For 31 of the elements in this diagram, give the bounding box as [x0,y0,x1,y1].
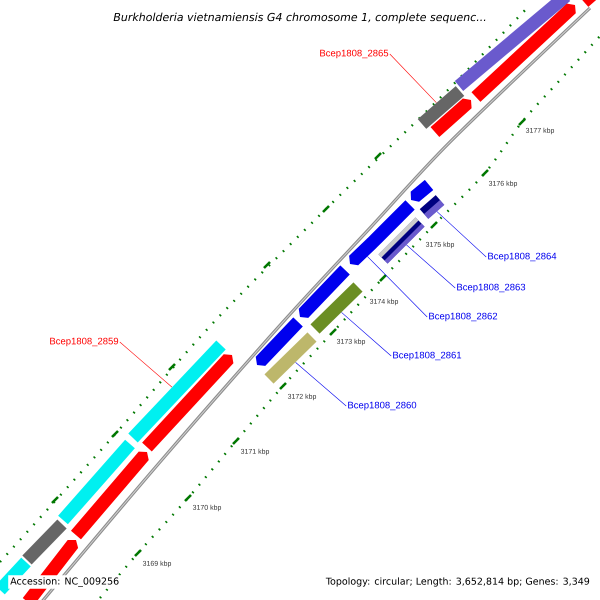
gene-block [298,266,350,318]
gene-block [142,354,234,452]
leader-line [406,244,456,288]
gene-block [430,98,472,137]
gene-bar [58,440,135,524]
accession-text: Accession: NC_009256 [8,575,122,589]
gene-bar [128,340,226,442]
gene-bar [418,86,464,129]
leader-line [120,342,172,388]
leader-line [295,362,346,406]
gene-label: Bcep1808_2861 [393,352,462,360]
gene-block [71,452,149,540]
leader-line [367,256,428,318]
gene-label: Bcep1808_2863 [457,284,526,292]
gene-label: Bcep1808_2860 [348,402,416,410]
gene-label: Bcep1808_2864 [488,252,556,262]
topology-text: Topology: circular; Length: 3,652,814 bp; Genes: 3,349 [324,575,592,589]
leader-line [436,211,486,258]
gene-label: Bcep1808_2859 [50,338,118,346]
gene-block [366,200,415,248]
gene-bar [420,195,444,219]
leader-line [341,312,392,356]
leader-line [390,54,437,103]
gene-block [410,180,434,202]
gene-block [256,318,303,366]
gene-label: Bcep1808_2862 [429,312,498,322]
gene-bar [310,282,363,334]
gene-bar [22,519,67,565]
gene-bar [264,332,317,384]
title: Burkholderia vietnamiensis G4 chromosome 1, complete sequenc... [114,12,486,24]
gene-label: Bcep1808_2865 [320,50,388,58]
